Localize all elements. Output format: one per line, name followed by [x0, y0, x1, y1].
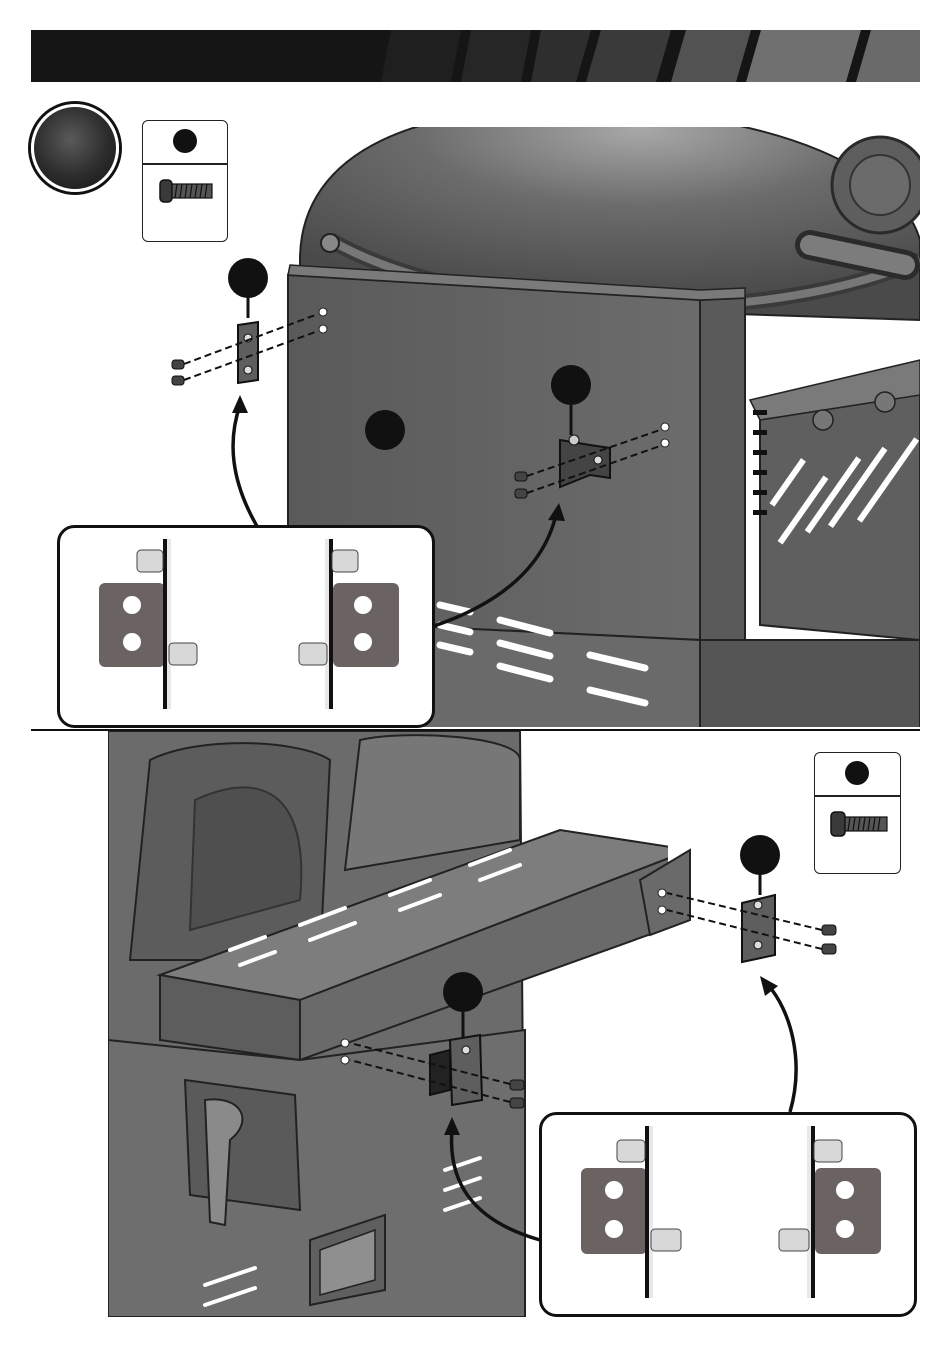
card-divider	[815, 795, 900, 797]
callout-bracket-inner	[443, 972, 483, 1012]
callout-bracket-outer	[740, 835, 780, 875]
detail-inset-bottom	[539, 1112, 917, 1317]
arrow-to-bracket-outer	[768, 985, 796, 1112]
bolt-icon	[830, 808, 890, 840]
bracket-outer-part	[742, 870, 775, 962]
hardware-card-bottom	[814, 752, 901, 874]
hardware-callout-dot	[845, 761, 869, 785]
